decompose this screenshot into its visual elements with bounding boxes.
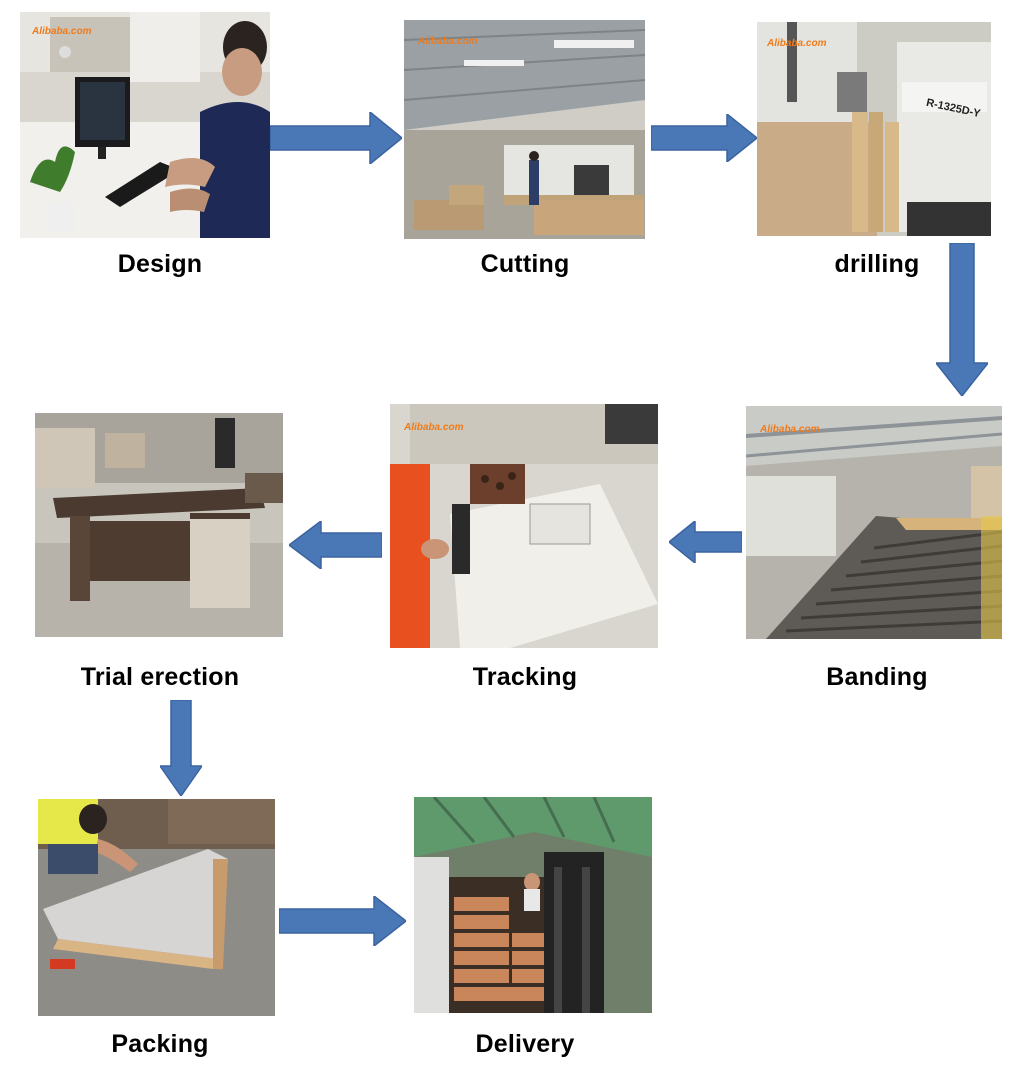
- step-label-banding: Banding: [826, 663, 928, 691]
- tracking-photo: Alibaba.com: [390, 404, 658, 648]
- watermark-logo: Alibaba.com: [760, 424, 820, 435]
- watermark-logo: Alibaba.com: [418, 36, 478, 47]
- watermark-logo: Alibaba.com: [404, 422, 464, 433]
- step-label-drilling: drilling: [834, 250, 920, 278]
- arrow-left-icon: [669, 521, 742, 563]
- watermark-logo: Alibaba.com: [767, 38, 827, 49]
- watermark-logo: Alibaba.com: [32, 26, 92, 37]
- step-label-design: Design: [117, 250, 203, 278]
- step-label-tracking: Tracking: [472, 663, 578, 691]
- step-label-cutting: Cutting: [480, 250, 570, 278]
- arrow-left-icon: [289, 521, 382, 569]
- packing-photo: [38, 799, 275, 1016]
- step-label-packing: Packing: [111, 1030, 209, 1058]
- delivery-photo: [414, 797, 652, 1013]
- step-label-delivery: Delivery: [475, 1030, 575, 1058]
- step-label-trial-erection: Trial erection: [80, 663, 240, 691]
- design-photo: Alibaba.com: [20, 12, 270, 238]
- drilling-photo: R-1325D-Y Alibaba.com: [757, 22, 991, 236]
- banding-photo: Alibaba.com: [746, 406, 1002, 639]
- trial-erection-photo: [35, 413, 283, 637]
- arrow-right-icon: [270, 112, 402, 164]
- arrow-down-icon: [936, 243, 988, 396]
- arrow-down-icon: [160, 700, 202, 796]
- arrow-right-icon: [651, 114, 757, 162]
- arrow-right-icon: [279, 896, 406, 946]
- cutting-photo: Alibaba.com: [404, 20, 645, 239]
